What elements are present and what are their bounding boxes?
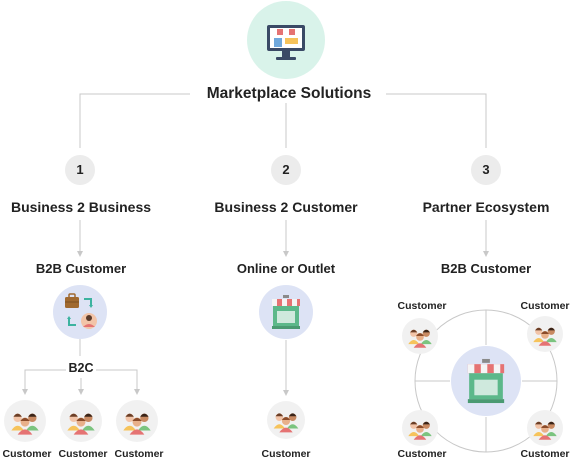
column-subtitle-online: Online or Outlet — [236, 261, 336, 276]
b2b-icon-circle — [53, 285, 107, 339]
customer-label: Customer — [58, 448, 108, 460]
partner-shop-icon-circle — [451, 346, 521, 416]
column-title-partner: Partner Ecosystem — [422, 199, 550, 215]
customer-group-icon — [402, 410, 438, 446]
step-number-2: 2 — [271, 155, 301, 185]
step-number-1: 1 — [65, 155, 95, 185]
storefront-monitor-icon — [267, 25, 305, 60]
shop-icon — [272, 295, 300, 329]
customer-group-icon — [60, 400, 102, 442]
customer-label: Customer — [2, 448, 52, 460]
shop-icon — [467, 358, 505, 404]
shop-icon-circle — [259, 285, 313, 339]
customer-label: Customer — [520, 300, 570, 312]
column-title-b2c: Business 2 Customer — [214, 199, 358, 215]
column-subtitle-b2b: B2B Customer — [35, 261, 127, 276]
b2c-label: B2C — [68, 361, 94, 375]
customer-group-icon — [402, 318, 438, 354]
customer-label: Customer — [261, 448, 311, 460]
business-exchange-icon — [65, 293, 97, 329]
step-number-3: 3 — [471, 155, 501, 185]
customer-group-icon — [116, 400, 158, 442]
customer-label: Customer — [520, 448, 570, 460]
column-title-b2b: Business 2 Business — [10, 199, 152, 215]
customer-label: Customer — [397, 300, 447, 312]
customer-group-icon — [267, 401, 305, 439]
column-subtitle-partner: B2B Customer — [440, 261, 532, 276]
customer-label: Customer — [114, 448, 164, 460]
diagram-title: Marketplace Solutions — [206, 85, 372, 102]
customer-group-icon — [527, 410, 563, 446]
customer-group-icon — [4, 400, 46, 442]
customer-group-icon — [527, 316, 563, 352]
customer-label: Customer — [397, 448, 447, 460]
top-icon-circle — [247, 1, 325, 79]
